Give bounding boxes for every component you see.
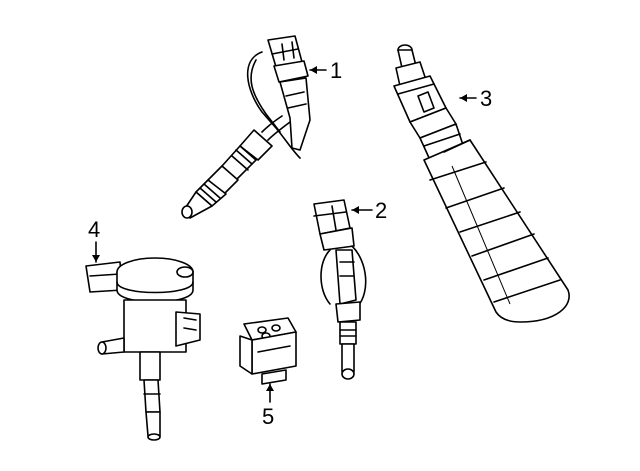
callout-2-label: 2 <box>375 198 387 223</box>
part-3-ignition-coil[interactable] <box>393 44 570 323</box>
part-5-connector-block[interactable] <box>239 317 297 403</box>
part-2-sensor[interactable] <box>313 199 373 380</box>
callout-5-label: 5 <box>262 404 274 429</box>
part-4-purge-valve[interactable] <box>85 241 201 441</box>
part-1-oxygen-sensor[interactable] <box>181 35 327 219</box>
callout-3-label: 3 <box>480 86 492 111</box>
callout-4-label: 4 <box>88 217 100 242</box>
callout-1-label: 1 <box>330 58 342 83</box>
